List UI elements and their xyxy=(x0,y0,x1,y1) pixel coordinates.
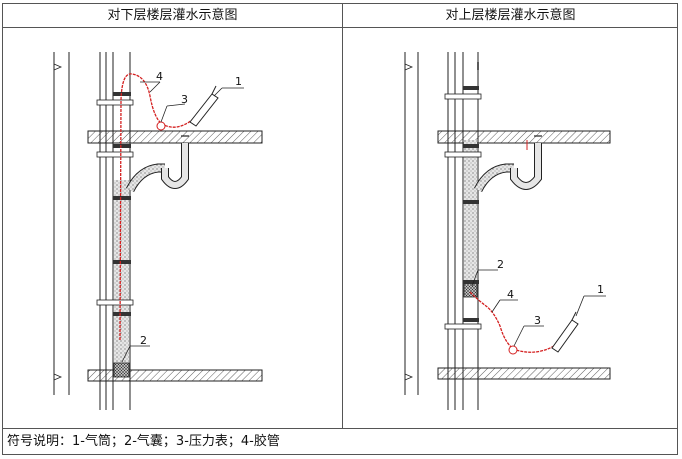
symbol-legend: 符号说明：1-气筒；2-气囊；3-压力表；4-胶管 xyxy=(2,428,678,455)
leader-line xyxy=(213,87,223,97)
callout-4: 4 xyxy=(507,288,514,301)
p-trap-fill xyxy=(511,143,541,189)
pressure-gauge-icon xyxy=(508,345,518,355)
rubber-hose xyxy=(119,73,193,341)
callout-1: 1 xyxy=(597,283,604,296)
pipe-clamps xyxy=(96,99,134,306)
p-trap-fill xyxy=(162,143,188,188)
leader-line xyxy=(149,81,161,93)
pipe-clamps xyxy=(444,93,482,330)
wall-break-mark xyxy=(404,63,414,71)
leader-line xyxy=(166,103,186,107)
air-pump-handle xyxy=(211,85,217,95)
callout-3: 3 xyxy=(534,314,541,327)
wall-break-mark xyxy=(53,373,63,381)
left-panel-title: 对下层楼层灌水示意图 xyxy=(2,3,343,28)
pipe-joints xyxy=(463,86,479,322)
air-bag xyxy=(113,362,130,378)
air-pump-icon xyxy=(551,319,579,353)
upper-floor-slab xyxy=(87,130,263,144)
air-pump-icon xyxy=(189,93,219,127)
air-pump-handle xyxy=(571,311,577,321)
water-column xyxy=(114,180,129,368)
lower-floor-slab xyxy=(437,367,611,380)
branch-pipe-fill xyxy=(474,164,514,192)
callout-1: 1 xyxy=(235,75,242,88)
leader-line xyxy=(491,299,501,313)
callout-4: 4 xyxy=(156,70,163,83)
right-panel-title: 对上层楼层灌水示意图 xyxy=(343,3,678,28)
leader-line xyxy=(160,105,168,123)
callout-3: 3 xyxy=(181,93,188,106)
branch-pipe-fill xyxy=(126,164,165,192)
leader-line xyxy=(575,295,585,317)
pipe-joints xyxy=(113,92,131,316)
leader-line xyxy=(121,345,131,363)
wall-break-mark xyxy=(53,63,63,71)
water-column xyxy=(464,140,477,282)
pressure-gauge-icon xyxy=(156,121,166,131)
callout-2: 2 xyxy=(497,258,504,271)
right-panel-drawing: 2 4 3 1 xyxy=(404,52,611,410)
leader-line xyxy=(471,269,479,287)
callout-2: 2 xyxy=(140,334,147,347)
upper-floor-slab xyxy=(437,130,611,144)
rubber-hose xyxy=(469,291,555,353)
air-bag xyxy=(463,282,478,298)
diagram-frame xyxy=(2,3,678,455)
leader-line xyxy=(513,325,525,347)
wall-break-mark xyxy=(404,373,414,381)
panel-divider xyxy=(342,3,343,428)
lower-floor-slab xyxy=(87,369,263,382)
left-panel-drawing: 4 3 1 2 xyxy=(53,52,263,410)
